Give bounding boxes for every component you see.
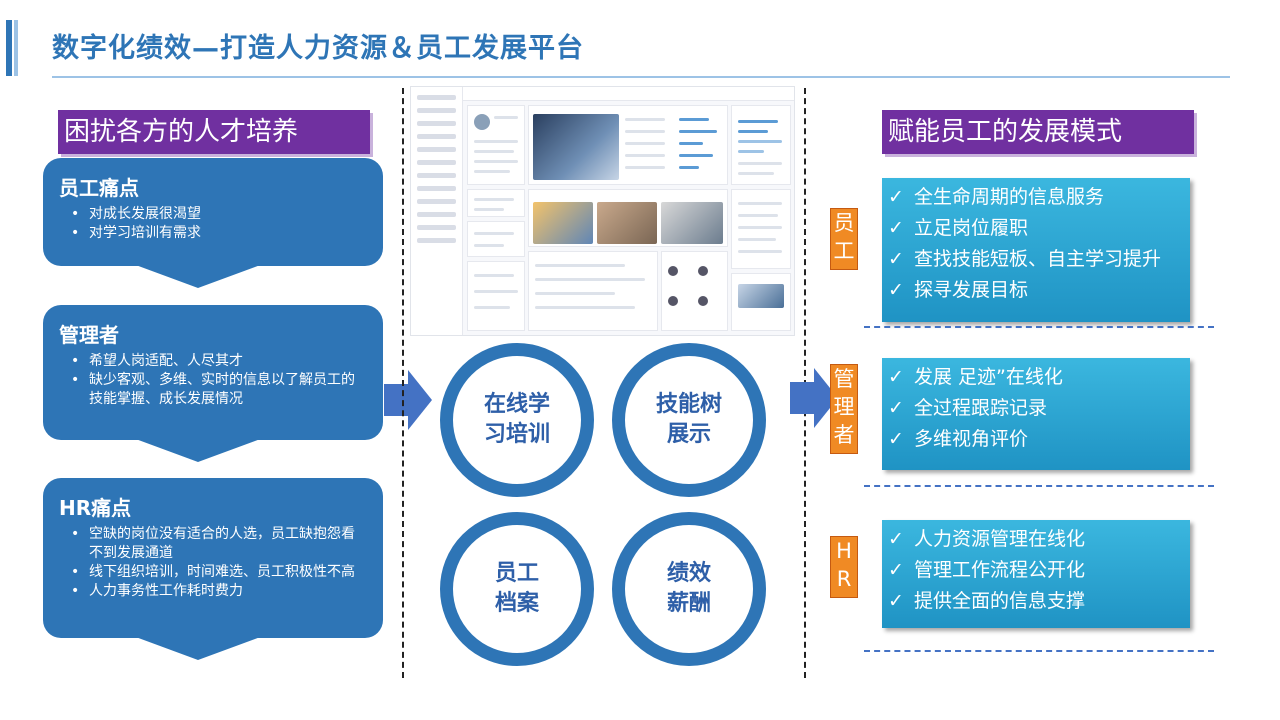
list-item: 对成长发展很渴望 xyxy=(59,205,367,224)
circle-employee-archive: 员工 档案 xyxy=(440,512,594,666)
screenshot-courses-card xyxy=(528,189,728,247)
circle-online-learning: 在线学 习培训 xyxy=(440,343,594,497)
screenshot-profile-card xyxy=(467,105,525,185)
dashed-separator xyxy=(864,326,1214,328)
benefit-item: ✓人力资源管理在线化 xyxy=(888,524,1190,555)
benefit-item: ✓立足岗位履职 xyxy=(888,213,1190,244)
check-icon: ✓ xyxy=(888,590,904,612)
manager-pain-bubble: 管理者 希望人岗适配、人尽其才 缺少客观、多维、实时的信息以了解员工的技能掌握、… xyxy=(43,305,383,462)
group-title: HR痛点 xyxy=(59,496,132,520)
check-icon: ✓ xyxy=(888,397,904,419)
benefit-item: ✓管理工作流程公开化 xyxy=(888,555,1190,586)
benefit-item: ✓探寻发展目标 xyxy=(888,275,1190,306)
check-icon: ✓ xyxy=(888,366,904,388)
platform-screenshot xyxy=(410,86,795,336)
benefit-item: ✓发展 足迹”在线化 xyxy=(888,362,1190,393)
screenshot-menu-card xyxy=(467,189,525,217)
circle-skill-tree: 技能树 展示 xyxy=(612,343,766,497)
check-icon: ✓ xyxy=(888,279,904,301)
dashed-separator xyxy=(864,485,1214,487)
title-underline xyxy=(52,76,1230,78)
employee-pain-bubble: 员工痛点 对成长发展很渴望 对学习培训有需求 xyxy=(43,158,383,288)
benefit-item: ✓多维视角评价 xyxy=(888,424,1190,455)
screenshot-sidebar xyxy=(411,87,463,335)
screenshot-growth-card xyxy=(528,105,728,185)
dashed-separator xyxy=(864,650,1214,652)
circle-performance-pay: 绩效 薪酬 xyxy=(612,512,766,666)
left-heading: 困扰各方的人才培养 xyxy=(58,110,370,154)
screenshot-docs-card xyxy=(467,261,525,331)
screenshot-small-card xyxy=(467,221,525,257)
benefit-item: ✓查找技能短板、自主学习提升 xyxy=(888,244,1190,275)
manager-benefits-box: ✓发展 足迹”在线化 ✓全过程跟踪记录 ✓多维视角评价 xyxy=(882,358,1190,470)
list-item: 对学习培训有需求 xyxy=(59,224,367,243)
check-icon: ✓ xyxy=(888,217,904,239)
check-icon: ✓ xyxy=(888,528,904,550)
list-item: 人力事务性工作耗时费力 xyxy=(59,582,367,601)
group-title: 管理者 xyxy=(59,323,119,347)
check-icon: ✓ xyxy=(888,428,904,450)
role-tag-hr: H R xyxy=(830,536,858,598)
check-icon: ✓ xyxy=(888,248,904,270)
benefit-item: ✓提供全面的信息支撑 xyxy=(888,586,1190,617)
screenshot-topbar xyxy=(463,87,794,101)
benefit-item: ✓全过程跟踪记录 xyxy=(888,393,1190,424)
hr-pain-bubble: HR痛点 空缺的岗位没有适合的人选，员工缺抱怨看不到发展通道 线下组织培训，时间… xyxy=(43,478,383,660)
group-title: 员工痛点 xyxy=(59,176,139,200)
benefit-item: ✓全生命周期的信息服务 xyxy=(888,182,1190,213)
screenshot-list-card xyxy=(731,189,791,269)
screenshot-stats-card xyxy=(731,105,791,185)
screenshot-plan-card xyxy=(528,251,658,331)
role-tag-manager: 管 理 者 xyxy=(830,364,858,454)
list-item: 希望人岗适配、人尽其才 xyxy=(59,352,367,371)
check-icon: ✓ xyxy=(888,186,904,208)
employee-benefits-box: ✓全生命周期的信息服务 ✓立足岗位履职 ✓查找技能短板、自主学习提升 ✓探寻发展… xyxy=(882,178,1190,322)
hr-benefits-box: ✓人力资源管理在线化 ✓管理工作流程公开化 ✓提供全面的信息支撑 xyxy=(882,520,1190,628)
title-accent-bar-light xyxy=(14,20,18,76)
right-arrow-icon xyxy=(384,370,432,430)
list-item: 空缺的岗位没有适合的人选，员工缺抱怨看不到发展通道 xyxy=(59,525,367,563)
list-item: 缺少客观、多维、实时的信息以了解员工的技能掌握、成长发展情况 xyxy=(59,371,367,409)
screenshot-people-card xyxy=(661,251,728,331)
list-item: 线下组织培训，时间难选、员工积极性不高 xyxy=(59,563,367,582)
check-icon: ✓ xyxy=(888,559,904,581)
screenshot-photo-card xyxy=(731,273,791,331)
divider-left xyxy=(402,88,404,678)
title-accent-bar xyxy=(6,20,12,76)
right-heading: 赋能员工的发展模式 xyxy=(882,110,1194,154)
page-title: 数字化绩效—打造人力资源＆员工发展平台 xyxy=(52,33,584,64)
role-tag-employee: 员 工 xyxy=(830,208,858,270)
